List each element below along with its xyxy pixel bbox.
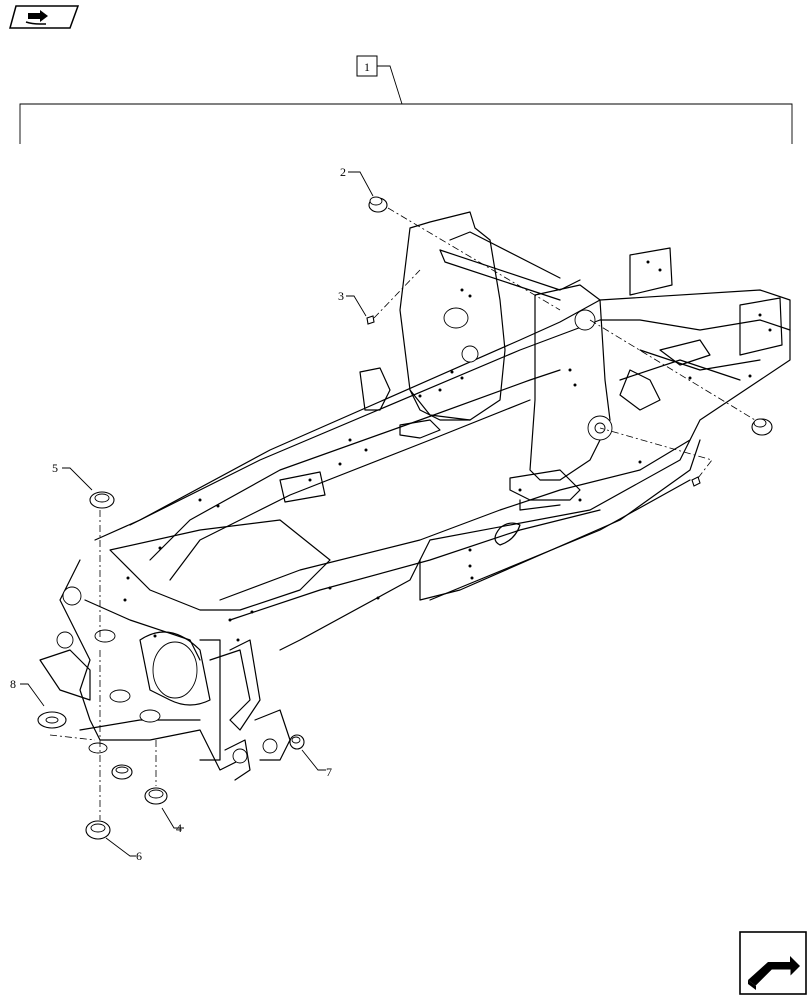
callout-4: 4 (161, 807, 184, 835)
part-bushing-right (751, 418, 773, 436)
assembly-bracket (19, 103, 793, 144)
part-washer (37, 711, 67, 729)
book-page-back-icon (25, 10, 48, 25)
callout-7: 8 (10, 677, 45, 707)
assembly-callout: 1 (356, 55, 403, 105)
part-bushing-lower-a (111, 764, 133, 780)
centerline-bolt-right (599, 427, 713, 479)
callout-6-label: 6 (136, 849, 142, 863)
callout-8-label: 7 (326, 765, 332, 779)
callout-2: 2 (340, 165, 374, 197)
callout-3-label: 3 (338, 289, 344, 303)
part-bushing-bottom (85, 820, 111, 840)
part-bolt-right (691, 476, 701, 487)
part-bolt-small (366, 315, 375, 325)
part-pin (289, 734, 305, 750)
assembly-callout-label: 1 (364, 60, 370, 74)
next-page-arrow-icon (748, 956, 800, 990)
previous-page-button[interactable] (9, 5, 80, 29)
callout-5: 5 (52, 461, 93, 491)
centerline-washer (49, 734, 96, 741)
part-bushing-left (89, 491, 115, 509)
callout-8: 7 (301, 749, 332, 779)
part-bushing-lower-b (144, 787, 168, 805)
centerline-top (387, 207, 561, 311)
callout-2-label: 2 (340, 165, 346, 179)
callout-3: 3 (338, 289, 367, 317)
centerline-bolt-left (373, 269, 421, 319)
callout-6: 6 (105, 837, 142, 863)
callout-5-label: 5 (52, 461, 58, 475)
chassis-frame (39, 211, 791, 781)
part-bushing-top (368, 196, 388, 213)
next-page-button[interactable] (739, 931, 807, 995)
centerline-right (589, 319, 756, 421)
frame-bolt-holes (123, 260, 772, 642)
callout-7-label: 8 (10, 677, 16, 691)
